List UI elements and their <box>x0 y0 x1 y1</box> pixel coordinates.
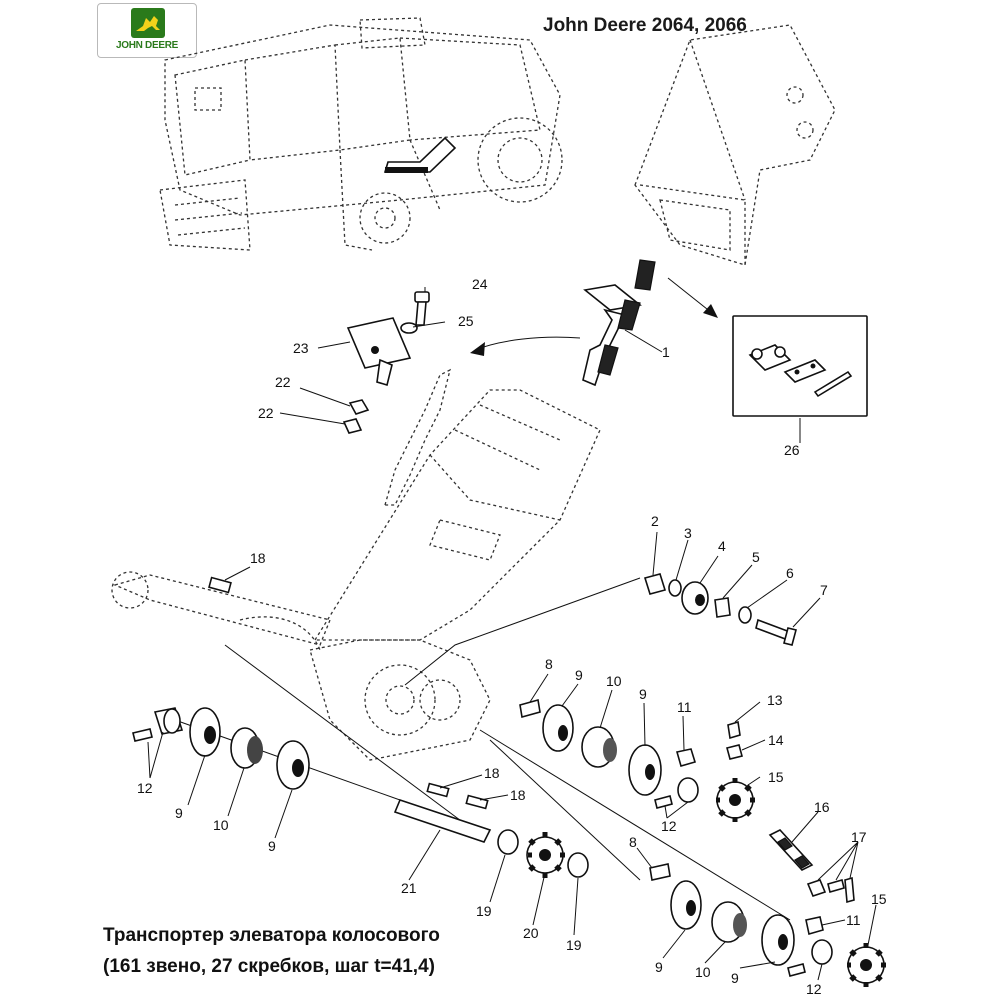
label-4: 4 <box>718 538 726 554</box>
left-bearing-assembly <box>132 576 481 836</box>
label-8: 8 <box>629 834 637 850</box>
label-25: 25 <box>458 313 474 329</box>
label-9: 9 <box>575 667 583 683</box>
label-9: 9 <box>655 959 663 975</box>
label-3: 3 <box>684 525 692 541</box>
label-16: 16 <box>814 799 830 815</box>
scraper-chain-assembly <box>582 259 656 387</box>
direction-arrows <box>470 277 718 356</box>
label-14: 14 <box>768 732 784 748</box>
label-18: 18 <box>510 787 526 803</box>
combine-outline <box>159 17 563 251</box>
label-17: 17 <box>851 829 867 845</box>
label-26: 26 <box>784 442 800 458</box>
brand-text: JOHN DEERE <box>115 40 178 51</box>
chain-link-kit <box>732 315 868 417</box>
right-middle-bearing-assembly <box>479 698 855 921</box>
deer-icon <box>131 8 165 38</box>
label-15: 15 <box>871 891 887 907</box>
label-10: 10 <box>213 817 229 833</box>
label-10: 10 <box>606 673 622 689</box>
label-11: 11 <box>846 912 861 928</box>
upper-shaft-parts <box>404 573 797 686</box>
label-6: 6 <box>786 565 794 581</box>
label-18: 18 <box>484 765 500 781</box>
scraper-plate-assembly <box>342 291 430 434</box>
john-deere-logo: JOHN DEERE <box>97 3 197 58</box>
label-18: 18 <box>250 550 266 566</box>
lower-shaft-assembly <box>393 739 641 881</box>
label-23: 23 <box>293 340 309 356</box>
label-2: 2 <box>651 513 659 529</box>
label-9: 9 <box>731 970 739 986</box>
elevator-body <box>111 389 601 761</box>
label-22: 22 <box>275 374 291 390</box>
label-10: 10 <box>695 964 711 980</box>
label-24: 24 <box>472 276 488 292</box>
label-5: 5 <box>752 549 760 565</box>
label-20: 20 <box>523 925 539 941</box>
label-19: 19 <box>566 937 582 953</box>
chain-ghost <box>384 368 451 506</box>
label-15: 15 <box>768 769 784 785</box>
label-11: 11 <box>677 699 692 715</box>
label-21: 21 <box>401 880 417 896</box>
label-12: 12 <box>806 981 822 997</box>
bottom-right-bearing-assembly <box>649 863 886 987</box>
label-12: 12 <box>661 818 677 834</box>
label-13: 13 <box>767 692 783 708</box>
label-8: 8 <box>545 656 553 672</box>
label-7: 7 <box>820 582 828 598</box>
label-9: 9 <box>268 838 276 854</box>
caption-line-2: (161 звено, 27 скребков, шаг t=41,4) <box>103 956 435 977</box>
label-19: 19 <box>476 903 492 919</box>
label-9: 9 <box>639 686 647 702</box>
label-12: 12 <box>137 780 153 796</box>
page-title: John Deere 2064, 2066 <box>543 15 747 36</box>
part-labels: 24 25 23 22 22 1 26 2 3 4 5 6 7 18 8 9 1… <box>137 276 887 997</box>
elevator-housing <box>634 24 836 266</box>
label-1: 1 <box>662 344 670 360</box>
caption-line-1: Транспортер элеватора колосового <box>103 925 440 946</box>
leader-lines <box>147 287 877 981</box>
label-22: 22 <box>258 405 274 421</box>
elevator-pointer <box>383 136 457 173</box>
label-9: 9 <box>175 805 183 821</box>
